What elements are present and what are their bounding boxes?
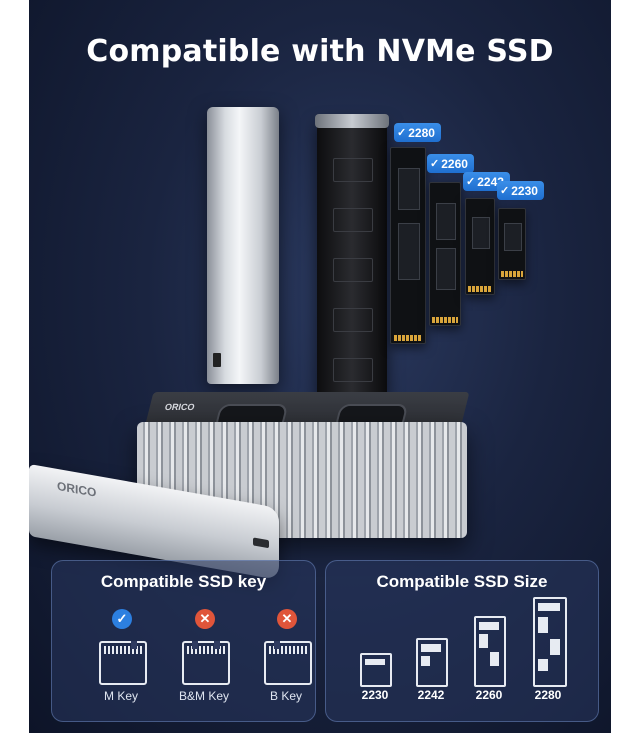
enclosure-tube	[207, 107, 279, 384]
ssd-2260	[429, 182, 461, 326]
size-panel: Compatible SSD Size 2230 2242 2260 2280	[325, 560, 599, 722]
ssd-2242	[465, 198, 495, 295]
size-badge-2260: ✓2260	[427, 154, 474, 173]
check-icon: ✓	[112, 609, 132, 629]
usb-port-icon	[213, 353, 221, 367]
usb-port-icon	[253, 537, 269, 549]
check-icon: ✓	[500, 185, 510, 197]
key-label-m: M Key	[103, 689, 138, 703]
check-icon: ✓	[397, 127, 407, 139]
m-key-connector-icon	[99, 641, 147, 685]
ssd-2280-icon	[533, 597, 567, 687]
key-label-b: B Key	[269, 689, 302, 703]
size-panel-title: Compatible SSD Size	[376, 572, 548, 591]
key-panel-title: Compatible SSD key	[100, 572, 267, 591]
size-label-2260: 2260	[475, 688, 503, 702]
cross-icon: ✕	[277, 609, 297, 629]
ssd-2260-icon	[474, 616, 506, 687]
brand-logo: ORICO	[163, 402, 196, 412]
size-label-2230: 2230	[361, 688, 389, 702]
key-panel: Compatible SSD key ✓ M Key ✕ B&M Key ✕ B…	[51, 560, 316, 722]
key-label-bm: B&M Key	[178, 689, 229, 703]
product-image: Compatible with NVMe SSD ✓2280 ✓2260 ✓22…	[29, 0, 611, 733]
check-icon: ✓	[430, 158, 440, 170]
b-key-connector-icon	[264, 641, 312, 685]
cross-icon: ✕	[195, 609, 215, 629]
brand-logo: ORICO	[57, 478, 97, 500]
ssd-2280	[390, 147, 426, 344]
page-title: Compatible with NVMe SSD	[86, 34, 554, 69]
size-badge-2280: ✓2280	[394, 123, 441, 142]
ssd-2242-icon	[416, 638, 448, 687]
check-icon: ✓	[466, 176, 476, 188]
ssd-tray	[315, 114, 389, 398]
ssd-2230-icon	[360, 653, 392, 687]
size-badge-2230: ✓2230	[497, 181, 544, 200]
size-label-2242: 2242	[417, 688, 445, 702]
size-label-2280: 2280	[534, 688, 562, 702]
ssd-2230	[498, 208, 526, 280]
bm-key-connector-icon	[182, 641, 230, 685]
